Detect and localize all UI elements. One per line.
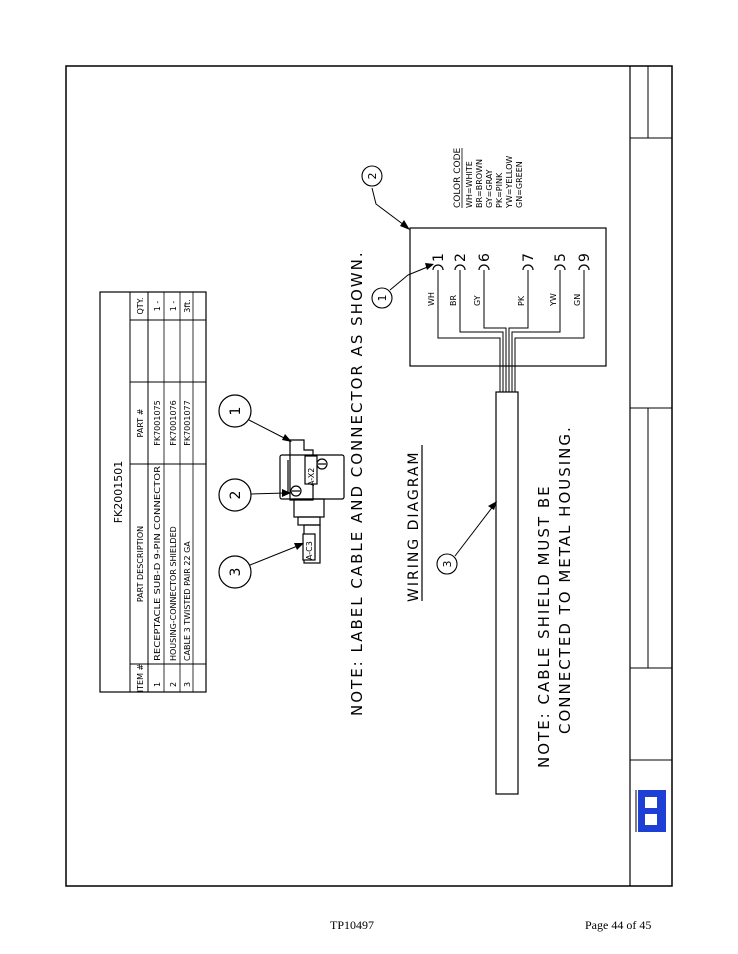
connector-box [409,227,607,367]
header-description: PART DESCRIPTION [136,526,145,602]
wiring-balloon-1: 1 [371,263,434,309]
header-qty: QTY. [136,298,145,315]
svg-text:3: 3 [228,568,244,577]
connector-assembly [279,439,345,564]
svg-text:1: 1 [228,407,244,416]
svg-text:WH=WHITE: WH=WHITE [465,161,474,208]
cable-body [495,391,519,795]
balloon-3: 3 [218,543,304,589]
row1-description: RECEPTACLE SUB-D 9-PIN CONNECTOR [153,465,162,661]
row2-qty: 1 - [169,301,178,312]
pin-number: 6 [477,253,493,262]
row3-description: CABLE 3 TWISTED PAIR 22 GA [183,541,192,661]
pin-number: 1 [431,253,447,262]
header-item: ITEM # [136,663,145,692]
wiring-balloon-2: 2 [361,165,410,230]
wiring-balloon-3: 3 [436,501,497,575]
row3-part: FK7001077 [183,400,192,445]
pin-number: 2 [453,253,469,262]
wire-paths [437,270,585,366]
row3-item: 3 [183,682,192,687]
row2-description: HOUSING-CONNECTOR SHIELDED [169,526,178,661]
pin-number: 5 [553,253,569,262]
balloon-1: 1 [218,394,292,442]
pin-hooks [432,264,590,271]
balloon-2: 2 [218,478,291,512]
svg-text:2: 2 [366,173,379,180]
parts-table: FK2001501 ITEM # PART DESCRIPTION PART #… [99,291,207,693]
wiring-diagram-title: WIRING DIAGRAM [406,450,422,602]
svg-text:2: 2 [228,491,244,500]
row1-item: 1 [153,682,162,687]
sheet-border [65,65,673,887]
svg-text:1: 1 [376,295,389,302]
wire-color-label: YW [549,293,558,307]
wire-color-label: WH [427,292,436,306]
pin-number: 7 [521,253,537,262]
color-code-title: COLOR CODE [453,147,463,208]
row3-qty: 3ft. [183,299,192,312]
header-part: PART # [136,408,145,437]
note-cable-shield-line1: NOTE: CABLE SHIELD MUST BE [535,484,553,768]
footer-page-number: Page 44 of 45 [585,918,652,932]
company-logo-icon [635,790,666,832]
note-cable-shield-line2: CONNECTED TO METAL HOUSING. [556,425,574,734]
table-title: FK2001501 [112,461,125,524]
label-a-c3: A-C3 [305,541,314,560]
svg-text:3: 3 [441,561,454,568]
title-block [629,66,672,886]
note-label-cable: NOTE: LABEL CABLE AND CONNECTOR AS SHOWN… [348,250,366,716]
wire-color-label: GN [573,294,582,306]
svg-text:PK=PINK: PK=PINK [495,172,504,208]
row2-part: FK7001076 [169,400,178,445]
svg-text:YW=YELLOW: YW=YELLOW [505,156,514,209]
pin-number: 9 [577,253,593,262]
svg-text:GY=GRAY: GY=GRAY [485,169,494,208]
row2-item: 2 [169,682,178,687]
wire-color-label: GY [473,295,482,306]
color-code-legend: COLOR CODE WH=WHITE BR=BROWN GY=GRAY PK=… [453,147,524,209]
row1-part: FK7001075 [153,400,162,445]
row1-qty: 1 - [153,301,162,312]
wire-color-label: BR [449,295,458,306]
svg-text:BR=BROWN: BR=BROWN [475,159,484,208]
wire-color-label: PK [517,295,526,306]
footer-doc-number: TP10497 [330,918,375,932]
label-a-x2: A-X2 [307,468,316,486]
svg-text:GN=GREEN: GN=GREEN [515,161,524,208]
